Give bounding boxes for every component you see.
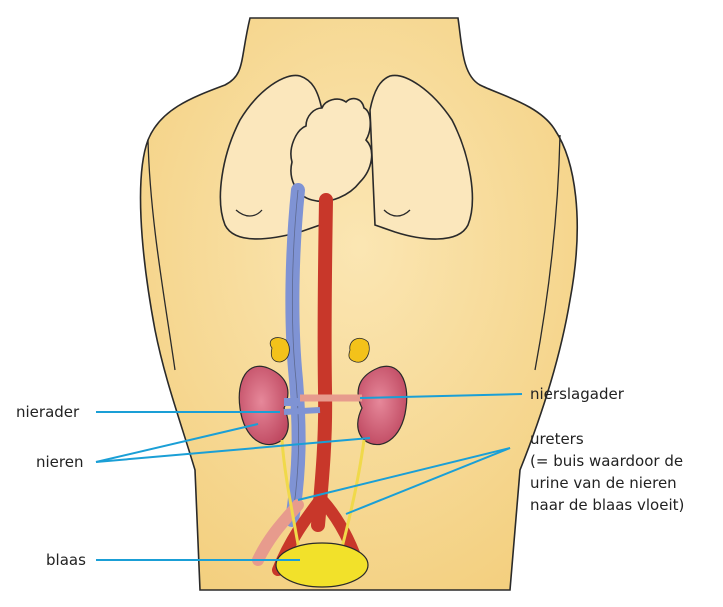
label-ureters-desc-2: urine van de nieren: [530, 472, 684, 494]
label-nieren: nieren: [36, 452, 83, 472]
aorta: [318, 200, 326, 525]
label-ureters-desc-3: naar de blaas vloeit): [530, 494, 684, 516]
right-adrenal: [349, 338, 369, 362]
left-adrenal: [270, 338, 289, 362]
label-nierslagader: nierslagader: [530, 384, 624, 404]
label-blaas: blaas: [46, 550, 86, 570]
label-ureters-block: ureters (= buis waardoor de urine van de…: [530, 428, 684, 516]
label-nierader: nierader: [16, 402, 79, 422]
bladder: [276, 543, 368, 587]
label-ureters-desc-1: (= buis waardoor de: [530, 450, 684, 472]
label-ureters: ureters: [530, 428, 684, 450]
